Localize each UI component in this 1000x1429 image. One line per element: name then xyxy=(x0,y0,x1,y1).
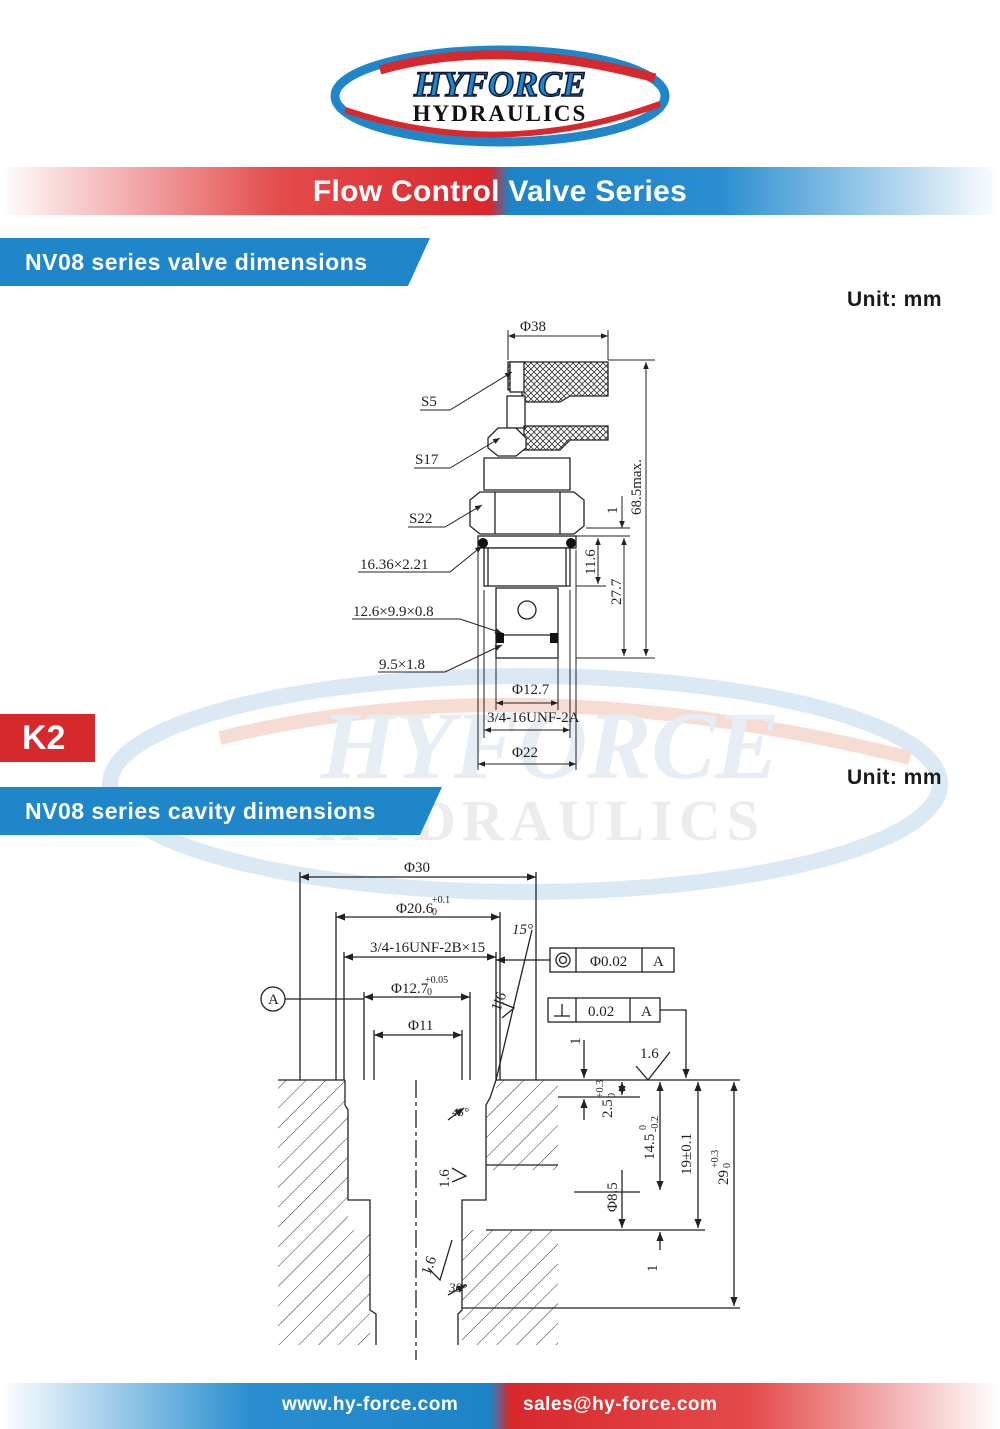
footer-banner xyxy=(0,1383,1000,1429)
cavity-phi12-7-tol-low: 0 xyxy=(427,987,432,998)
valve-phi12-7: Φ12.7 xyxy=(512,682,550,698)
valve-dimensions-title: NV08 series valve dimensions xyxy=(25,249,368,275)
cavity-dim-29-tol-low: 0 xyxy=(722,1163,733,1168)
cavity-phi20-6-tol-up: +0.1 xyxy=(432,895,450,906)
cavity-phi8-5: Φ8.5 xyxy=(605,1182,621,1212)
valve-oring1: 16.36×2.21 xyxy=(360,557,428,573)
cavity-phi12-7: Φ12.7 xyxy=(391,981,429,997)
valve-dim-27-7: 27.7 xyxy=(609,578,625,605)
valve-dim-68-5: 68.5max. xyxy=(629,459,645,515)
unit-label-1: Unit: mm xyxy=(847,288,942,311)
cavity-rough-bottom: 1.6 xyxy=(419,1254,441,1278)
cavity-dimensions-title: NV08 series cavity dimensions xyxy=(25,798,376,824)
valve-s17: S17 xyxy=(415,452,439,468)
valve-oring3: 9.5×1.8 xyxy=(379,657,425,673)
footer-email-link[interactable]: sales@hy-force.com xyxy=(523,1394,718,1415)
logo-line2: HYDRAULICS xyxy=(413,101,588,126)
series-banner-title: Flow Control Valve Series xyxy=(312,175,688,208)
valve-s5: S5 xyxy=(421,394,437,410)
cavity-phi20-6-tol-low: 0 xyxy=(432,907,437,918)
cavity-drawing: Φ30 Φ20.6 +0.1 0 3/4-16UNF-2B×15 15° Φ12… xyxy=(260,860,740,1360)
valve-drawing: Φ38 S5 S17 S22 16.36×2.21 12.6×9.9×0.8 9… xyxy=(352,319,655,770)
cavity-dim-19: 19±0.1 xyxy=(679,1133,695,1175)
valve-dim-11-6: 11.6 xyxy=(583,549,599,575)
cavity-dim-14-5: 14.5 xyxy=(642,1134,658,1160)
valve-phi22: Φ22 xyxy=(512,745,538,761)
cavity-dimensions-header: NV08 series cavity dimensions xyxy=(0,787,442,835)
unit-label-2: Unit: mm xyxy=(847,766,942,789)
cavity-rough-bore: 1.6 xyxy=(437,1169,453,1188)
cavity-phi11: Φ11 xyxy=(408,1018,433,1034)
cavity-rough-top: 1.6 xyxy=(640,1046,659,1062)
cavity-rough-taper: 1.6 xyxy=(489,990,511,1014)
cavity-phi12-7-tol-up: +0.05 xyxy=(425,975,448,986)
valve-ring2: 12.6×9.9×0.8 xyxy=(353,604,434,620)
cavity-datum-a: A xyxy=(268,992,279,1008)
cavity-phi20-6: Φ20.6 xyxy=(396,901,434,917)
logo-line1: HYFORCE xyxy=(413,64,586,104)
cavity-conc-value: Φ0.02 xyxy=(590,954,627,970)
cavity-dim-2-5: 2.5 xyxy=(600,1099,616,1118)
footer-website-link[interactable]: www.hy-force.com xyxy=(282,1394,459,1415)
cavity-angle45: 45° xyxy=(452,1105,469,1119)
cavity-dim-2-5-tol-low: 0 xyxy=(607,1093,618,1098)
cavity-phi30: Φ30 xyxy=(404,860,430,876)
cavity-perp-value: 0.02 xyxy=(588,1004,614,1020)
valve-dimensions-header: NV08 series valve dimensions xyxy=(0,238,430,286)
cavity-dim-29: 29 xyxy=(716,1170,732,1185)
cavity-dim-14-5-tol-up: 0 xyxy=(638,1125,649,1130)
cavity-dim-1-bottom: 1 xyxy=(645,1265,661,1273)
cavity-conc-datum: A xyxy=(653,954,664,970)
cavity-dim-1-top: 1 xyxy=(568,1038,584,1046)
valve-thread: 3/4-16UNF-2A xyxy=(487,710,580,726)
cavity-perp-datum: A xyxy=(641,1004,652,1020)
valve-s22: S22 xyxy=(409,511,432,527)
k2-badge: K2 xyxy=(0,714,95,762)
watermark-line1: HYFORCE xyxy=(320,692,780,799)
hyforce-logo: HYFORCE HYDRAULICS xyxy=(330,45,670,147)
valve-dim-1: 1 xyxy=(605,507,621,515)
cavity-dim-14-5-tol-low: -0.2 xyxy=(650,1116,661,1132)
series-banner: Flow Control Valve Series xyxy=(0,167,1000,215)
k2-badge-label: K2 xyxy=(22,719,66,757)
cavity-angle30: 30° xyxy=(448,1280,467,1295)
cavity-dim-29-tol-up: +0.3 xyxy=(710,1150,721,1168)
valve-phi38: Φ38 xyxy=(520,319,546,335)
cavity-dim-2-5-tol-up: +0.3 xyxy=(595,1080,606,1098)
cavity-thread: 3/4-16UNF-2B×15 xyxy=(370,940,485,956)
cavity-angle15: 15° xyxy=(512,922,533,938)
